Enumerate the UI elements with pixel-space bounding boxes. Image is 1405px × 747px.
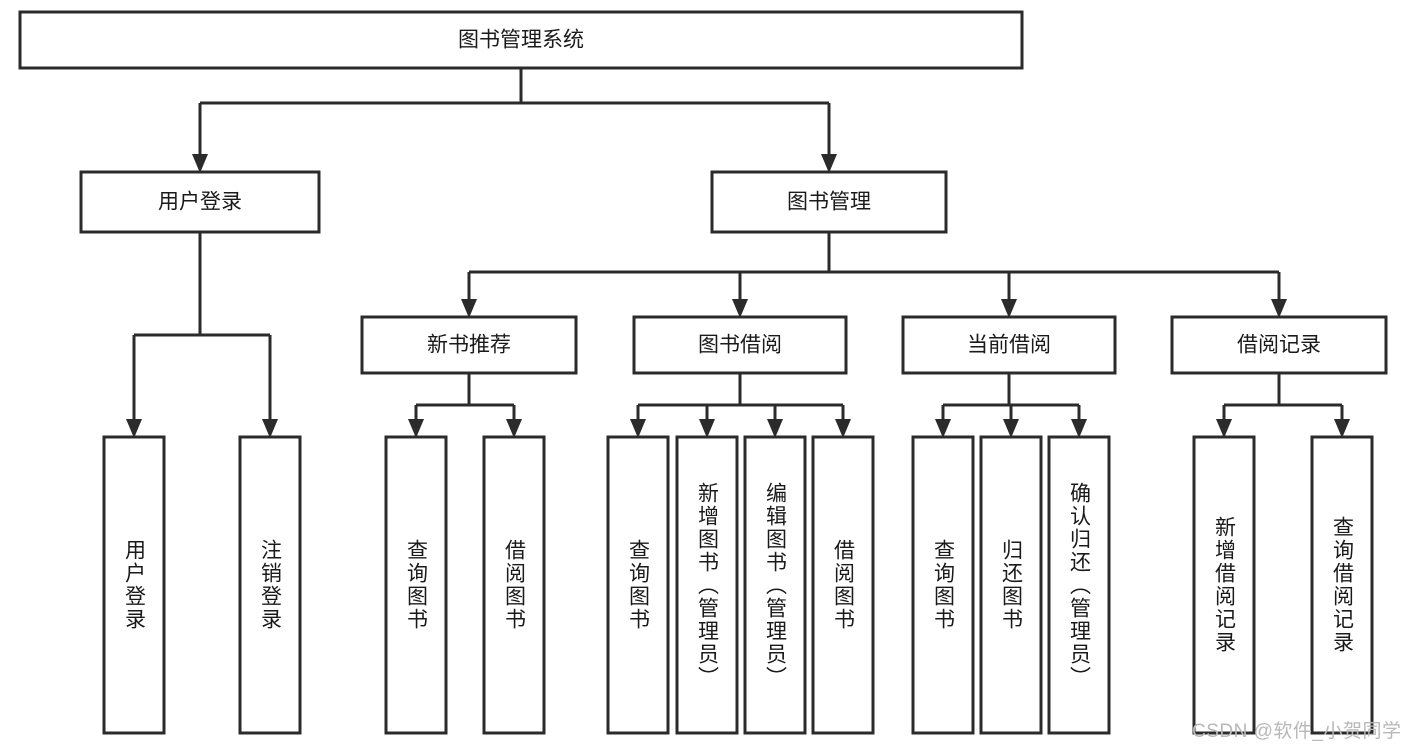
node-box-leaf-br-add[interactable] [675, 435, 739, 735]
node-box-borrow[interactable] [632, 315, 848, 375]
arrow-head-leaf-br-edit [767, 419, 783, 438]
connector-layer [126, 68, 1350, 438]
arrow-head-leaf-rc-add [1216, 419, 1232, 438]
connector-group-root [192, 68, 837, 173]
arrow-head-leaf-cu-query [935, 419, 951, 438]
arrow-head-current [1001, 299, 1017, 318]
node-box-leaf-rc-query[interactable] [1310, 435, 1374, 735]
node-label-root: 图书管理系统 [458, 29, 584, 52]
node-box-leaf-br-query[interactable] [606, 435, 670, 735]
arrow-head-leaf-cu-return [1003, 419, 1019, 438]
arrow-head-leaf-user-logout [262, 419, 278, 438]
node-box-leaf-user-login[interactable] [102, 435, 166, 735]
arrow-head-leaf-br-query [630, 419, 646, 438]
arrow-head-newbook [461, 299, 477, 318]
arrow-head-records [1271, 299, 1287, 318]
arrow-head-leaf-nb-query [408, 419, 424, 438]
arrow-head-leaf-cu-confirm [1071, 419, 1087, 438]
node-box-newbook[interactable] [360, 315, 578, 375]
arrow-head-login [192, 154, 208, 173]
node-box-leaf-nb-borrow[interactable] [482, 435, 546, 735]
node-box-leaf-br-borrow[interactable] [811, 435, 875, 735]
arrow-head-borrow [732, 299, 748, 318]
node-box-current[interactable] [901, 315, 1117, 375]
node-box-login[interactable] [79, 170, 321, 234]
arrow-head-leaf-user-login [126, 419, 142, 438]
node-box-leaf-cu-return[interactable] [979, 435, 1043, 735]
node-box-records[interactable] [1170, 315, 1388, 375]
node-box-leaf-user-logout[interactable] [238, 435, 302, 735]
arrow-head-leaf-br-add [699, 419, 715, 438]
connector-group-borrow [630, 373, 851, 438]
connector-group-bookmgmt [461, 232, 1287, 318]
arrow-head-leaf-nb-borrow [506, 419, 522, 438]
node-box-leaf-cu-confirm[interactable] [1047, 435, 1111, 735]
node-box-leaf-rc-add[interactable] [1192, 435, 1256, 735]
connector-group-records [1216, 373, 1350, 438]
node-label-login: 用户登录 [158, 191, 242, 214]
connector-group-login [126, 232, 278, 438]
node-box-leaf-cu-query[interactable] [911, 435, 975, 735]
node-label-newbook: 新书推荐 [427, 334, 511, 357]
node-box-root[interactable] [18, 10, 1024, 70]
arrow-head-bookmgmt [821, 154, 837, 173]
node-label-bookmgmt: 图书管理 [787, 191, 871, 214]
node-box-leaf-br-edit[interactable] [743, 435, 807, 735]
connector-group-current [935, 373, 1087, 438]
node-label-current: 当前借阅 [967, 334, 1051, 357]
arrow-head-leaf-br-borrow [835, 419, 851, 438]
node-box-bookmgmt[interactable] [710, 170, 948, 234]
node-label-borrow: 图书借阅 [698, 334, 782, 357]
arrow-head-leaf-rc-query [1334, 419, 1350, 438]
node-label-records: 借阅记录 [1237, 334, 1321, 357]
node-box-leaf-nb-query[interactable] [384, 435, 448, 735]
csdn-watermark: CSDN @软件_小贺同学 [1192, 721, 1402, 742]
connector-group-newbook [408, 373, 522, 438]
